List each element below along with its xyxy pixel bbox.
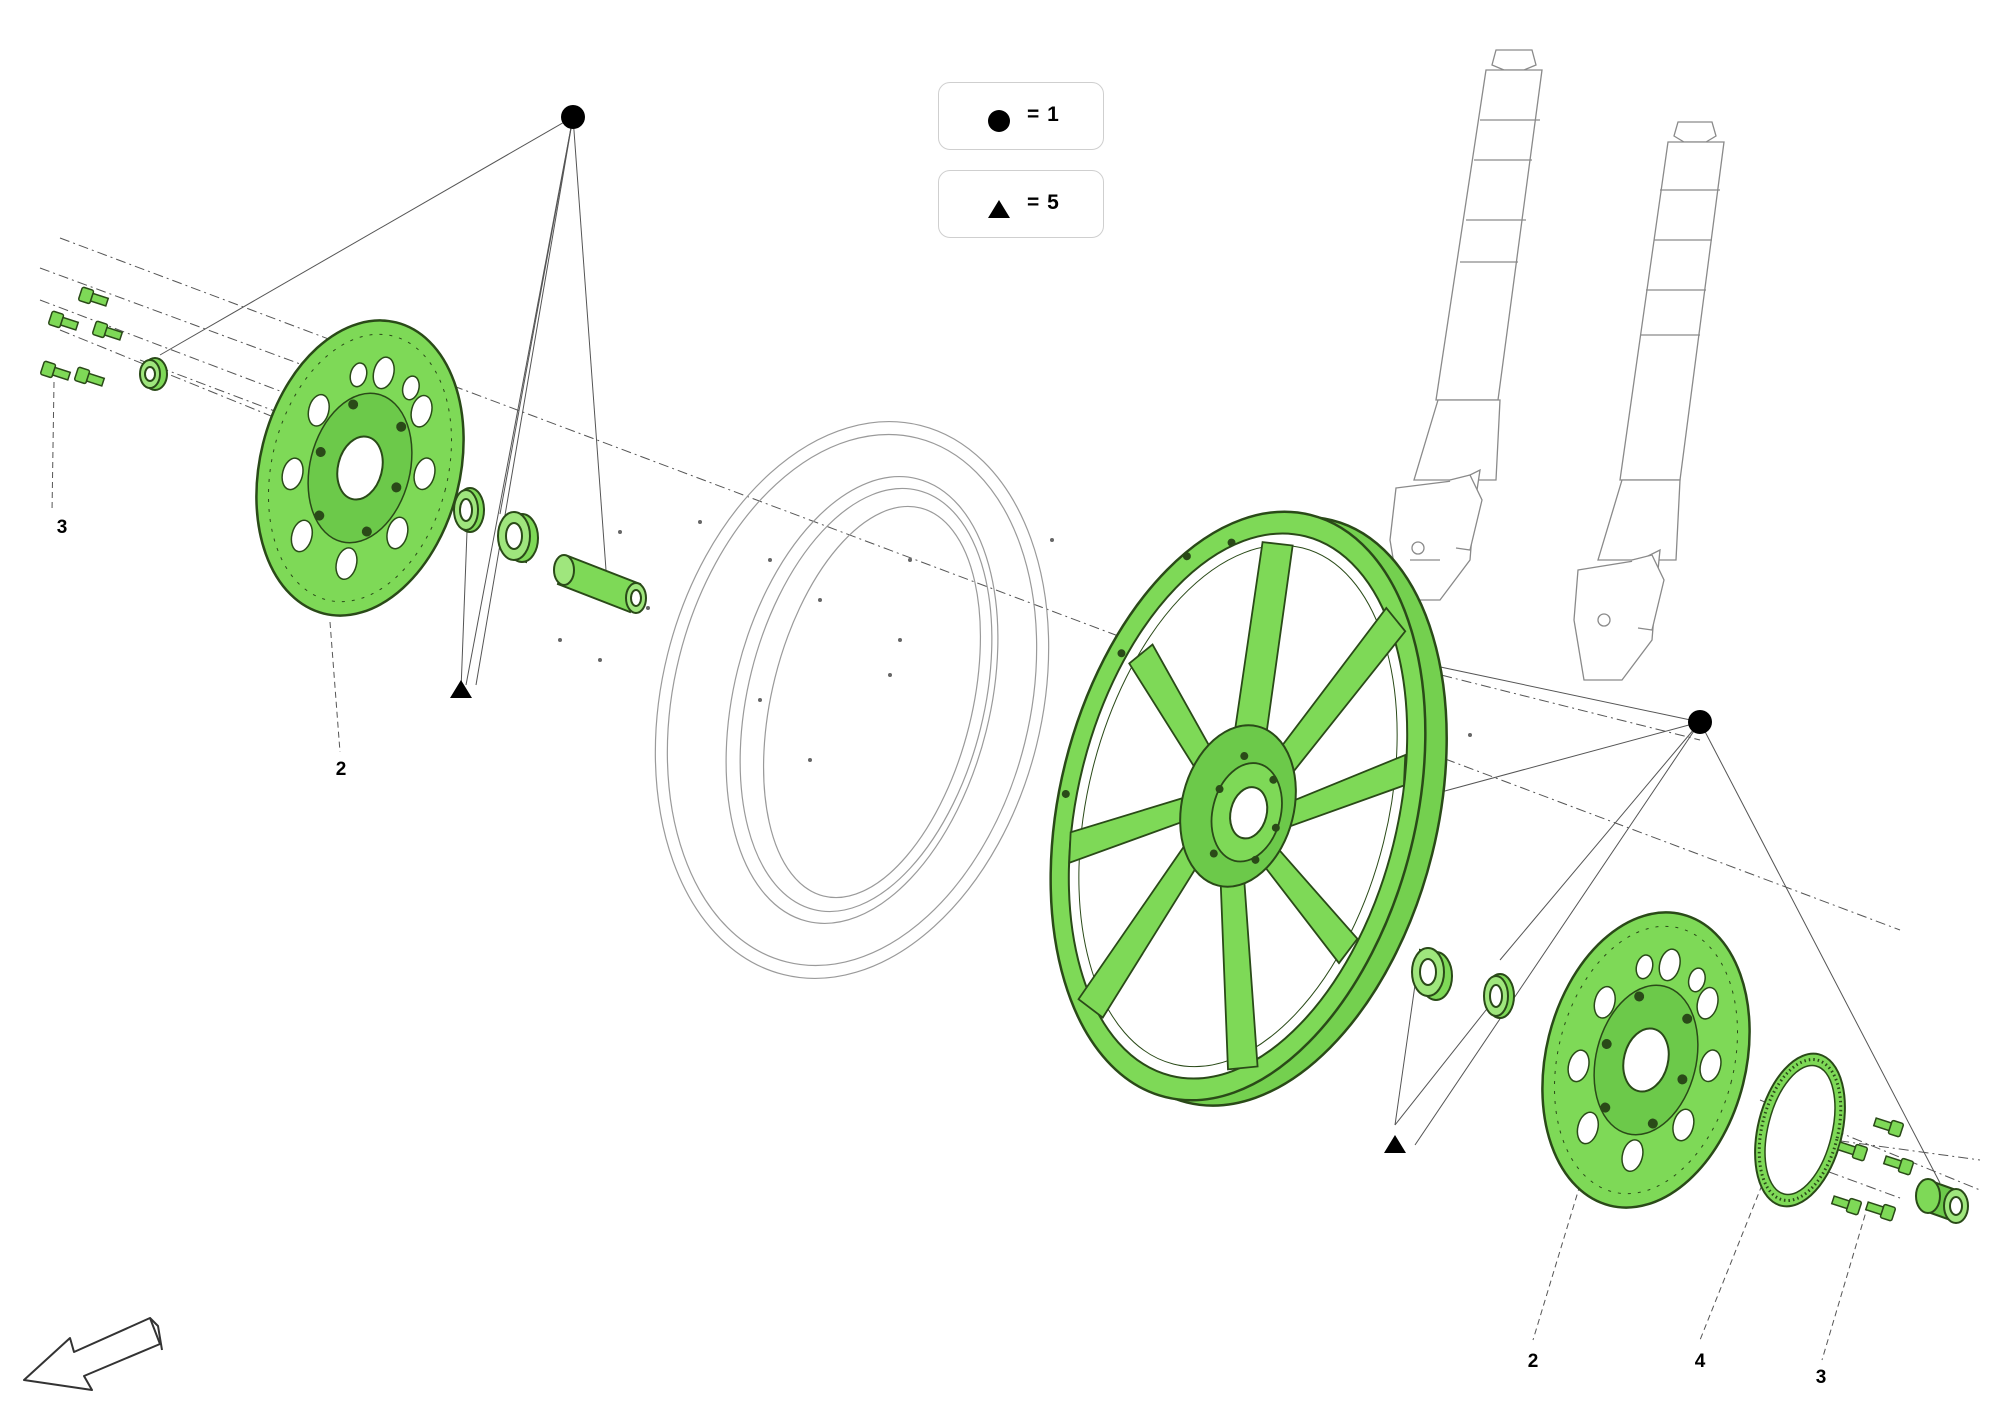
tire-outline xyxy=(654,420,1050,980)
circle-icon xyxy=(987,109,1011,138)
callout-right-disc: 2 xyxy=(1527,1351,1539,1372)
quantity-triangle-icon xyxy=(450,680,472,698)
fork-leg-left xyxy=(1389,49,1543,601)
right-seal xyxy=(1483,973,1515,1019)
fork-leg-right xyxy=(1573,121,1725,681)
quantity-dot-icon xyxy=(1688,710,1712,734)
abs-tone-ring xyxy=(1754,1052,1846,1208)
leader-lines xyxy=(159,116,1941,1184)
triangle-icon xyxy=(987,199,1011,224)
right-bolts xyxy=(1830,1117,1915,1222)
callout-right-bolts: 3 xyxy=(1815,1367,1827,1388)
wheel-rim xyxy=(1049,510,1448,1107)
left-spacer xyxy=(139,357,168,391)
right-brake-disc xyxy=(1541,911,1751,1209)
callout-tone-ring: 4 xyxy=(1694,1351,1706,1372)
right-spacer xyxy=(1915,1178,1969,1224)
quantity-dot-icon xyxy=(561,105,585,129)
legend-text: = 1 xyxy=(1027,103,1060,126)
quantity-triangle-icon xyxy=(1384,1135,1406,1153)
legend-text: = 5 xyxy=(1027,191,1060,214)
right-bearing xyxy=(1411,947,1453,1001)
left-brake-disc xyxy=(255,319,465,617)
left-seal xyxy=(453,487,485,533)
left-bearing xyxy=(497,511,539,564)
callout-left-disc: 2 xyxy=(335,759,347,780)
orientation-arrow-icon xyxy=(23,1317,163,1391)
legend-item-triangle: = 5 xyxy=(938,170,1104,238)
callout-left-bolts: 3 xyxy=(56,517,68,538)
legend-item-circle: = 1 xyxy=(938,82,1104,150)
axle-sleeve xyxy=(553,554,647,614)
left-bolts xyxy=(39,286,124,387)
callout-leaders xyxy=(51,381,1869,1361)
